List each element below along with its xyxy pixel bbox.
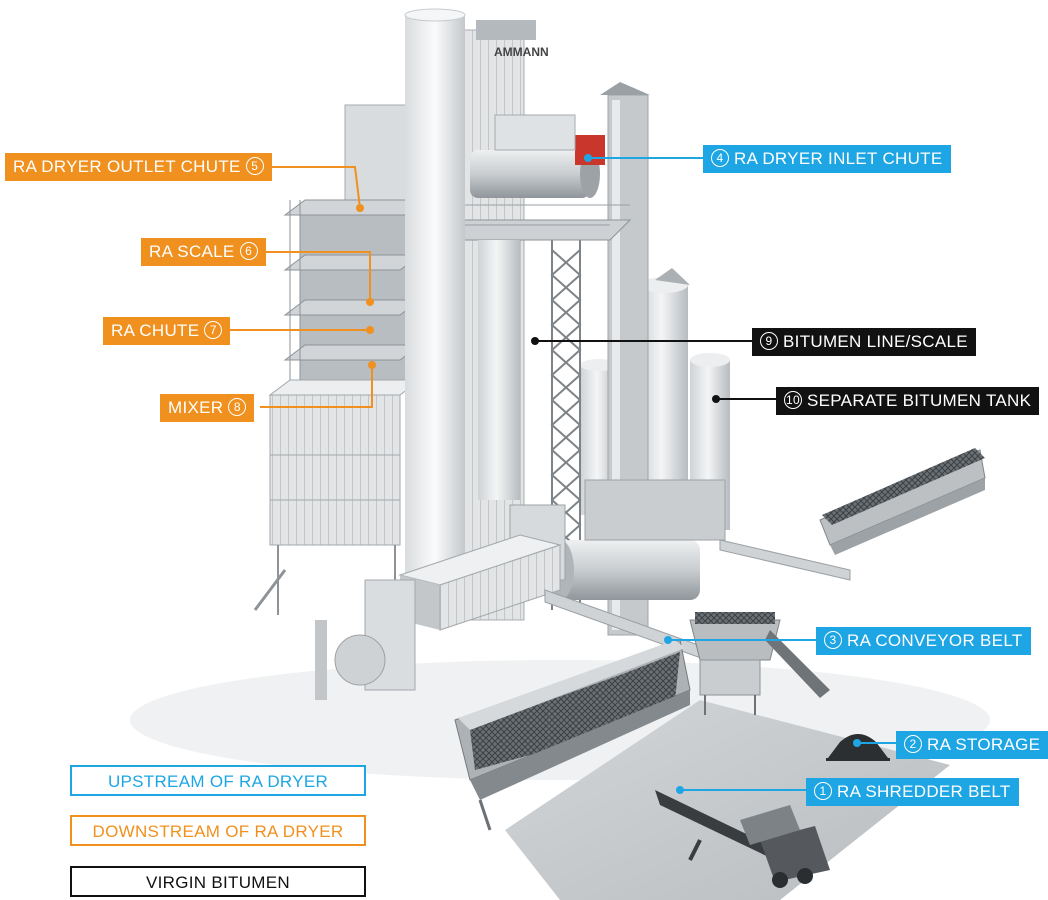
callout-label: RA DRYER INLET CHUTE <box>734 149 943 168</box>
callout-label: RA DRYER OUTLET CHUTE <box>13 157 241 176</box>
callout-label: RA CONVEYOR BELT <box>847 631 1023 650</box>
callout-mixer: MIXER 8 <box>160 394 255 422</box>
callout-label: RA CHUTE <box>111 321 200 340</box>
callout-ra-chute: RA CHUTE 7 <box>103 317 231 345</box>
callout-label: RA STORAGE <box>927 735 1041 754</box>
callout-separate-bitumen-tank: 10 SEPARATE BITUMEN TANK <box>776 387 1040 415</box>
callout-number: 10 <box>784 391 802 410</box>
callout-label: BITUMEN LINE/SCALE <box>783 332 968 351</box>
callout-label: MIXER <box>168 398 224 417</box>
callout-ra-dryer-inlet-chute: 4 RA DRYER INLET CHUTE <box>703 145 951 173</box>
callout-number: 8 <box>228 398 247 417</box>
callout-number: 4 <box>711 149 729 168</box>
callout-label: RA SCALE <box>149 242 235 261</box>
callout-bitumen-line-scale: 9 BITUMEN LINE/SCALE <box>752 328 976 356</box>
legend-upstream: UPSTREAM OF RA DRYER <box>70 765 366 796</box>
legend-virgin-bitumen: VIRGIN BITUMEN <box>70 866 366 897</box>
callout-ra-scale: RA SCALE 6 <box>141 238 266 266</box>
callout-ra-shredder-belt: 1 RA SHREDDER BELT <box>806 778 1019 806</box>
callout-number: 9 <box>760 332 778 351</box>
callout-number: 2 <box>904 735 922 754</box>
callout-number: 3 <box>824 631 842 650</box>
callout-number: 7 <box>204 321 223 340</box>
callout-number: 6 <box>239 242 258 261</box>
callout-ra-conveyor-belt: 3 RA CONVEYOR BELT <box>816 627 1031 655</box>
callout-label: SEPARATE BITUMEN TANK <box>807 391 1032 410</box>
callout-number: 5 <box>245 157 264 176</box>
callout-ra-dryer-outlet-chute: RA DRYER OUTLET CHUTE 5 <box>5 153 272 181</box>
callout-ra-storage: 2 RA STORAGE <box>896 731 1048 759</box>
callout-label: RA SHREDDER BELT <box>837 782 1011 801</box>
brand-logo: AMMANN <box>494 45 549 59</box>
legend-downstream: DOWNSTREAM OF RA DRYER <box>70 815 366 846</box>
callout-number: 1 <box>814 782 832 801</box>
